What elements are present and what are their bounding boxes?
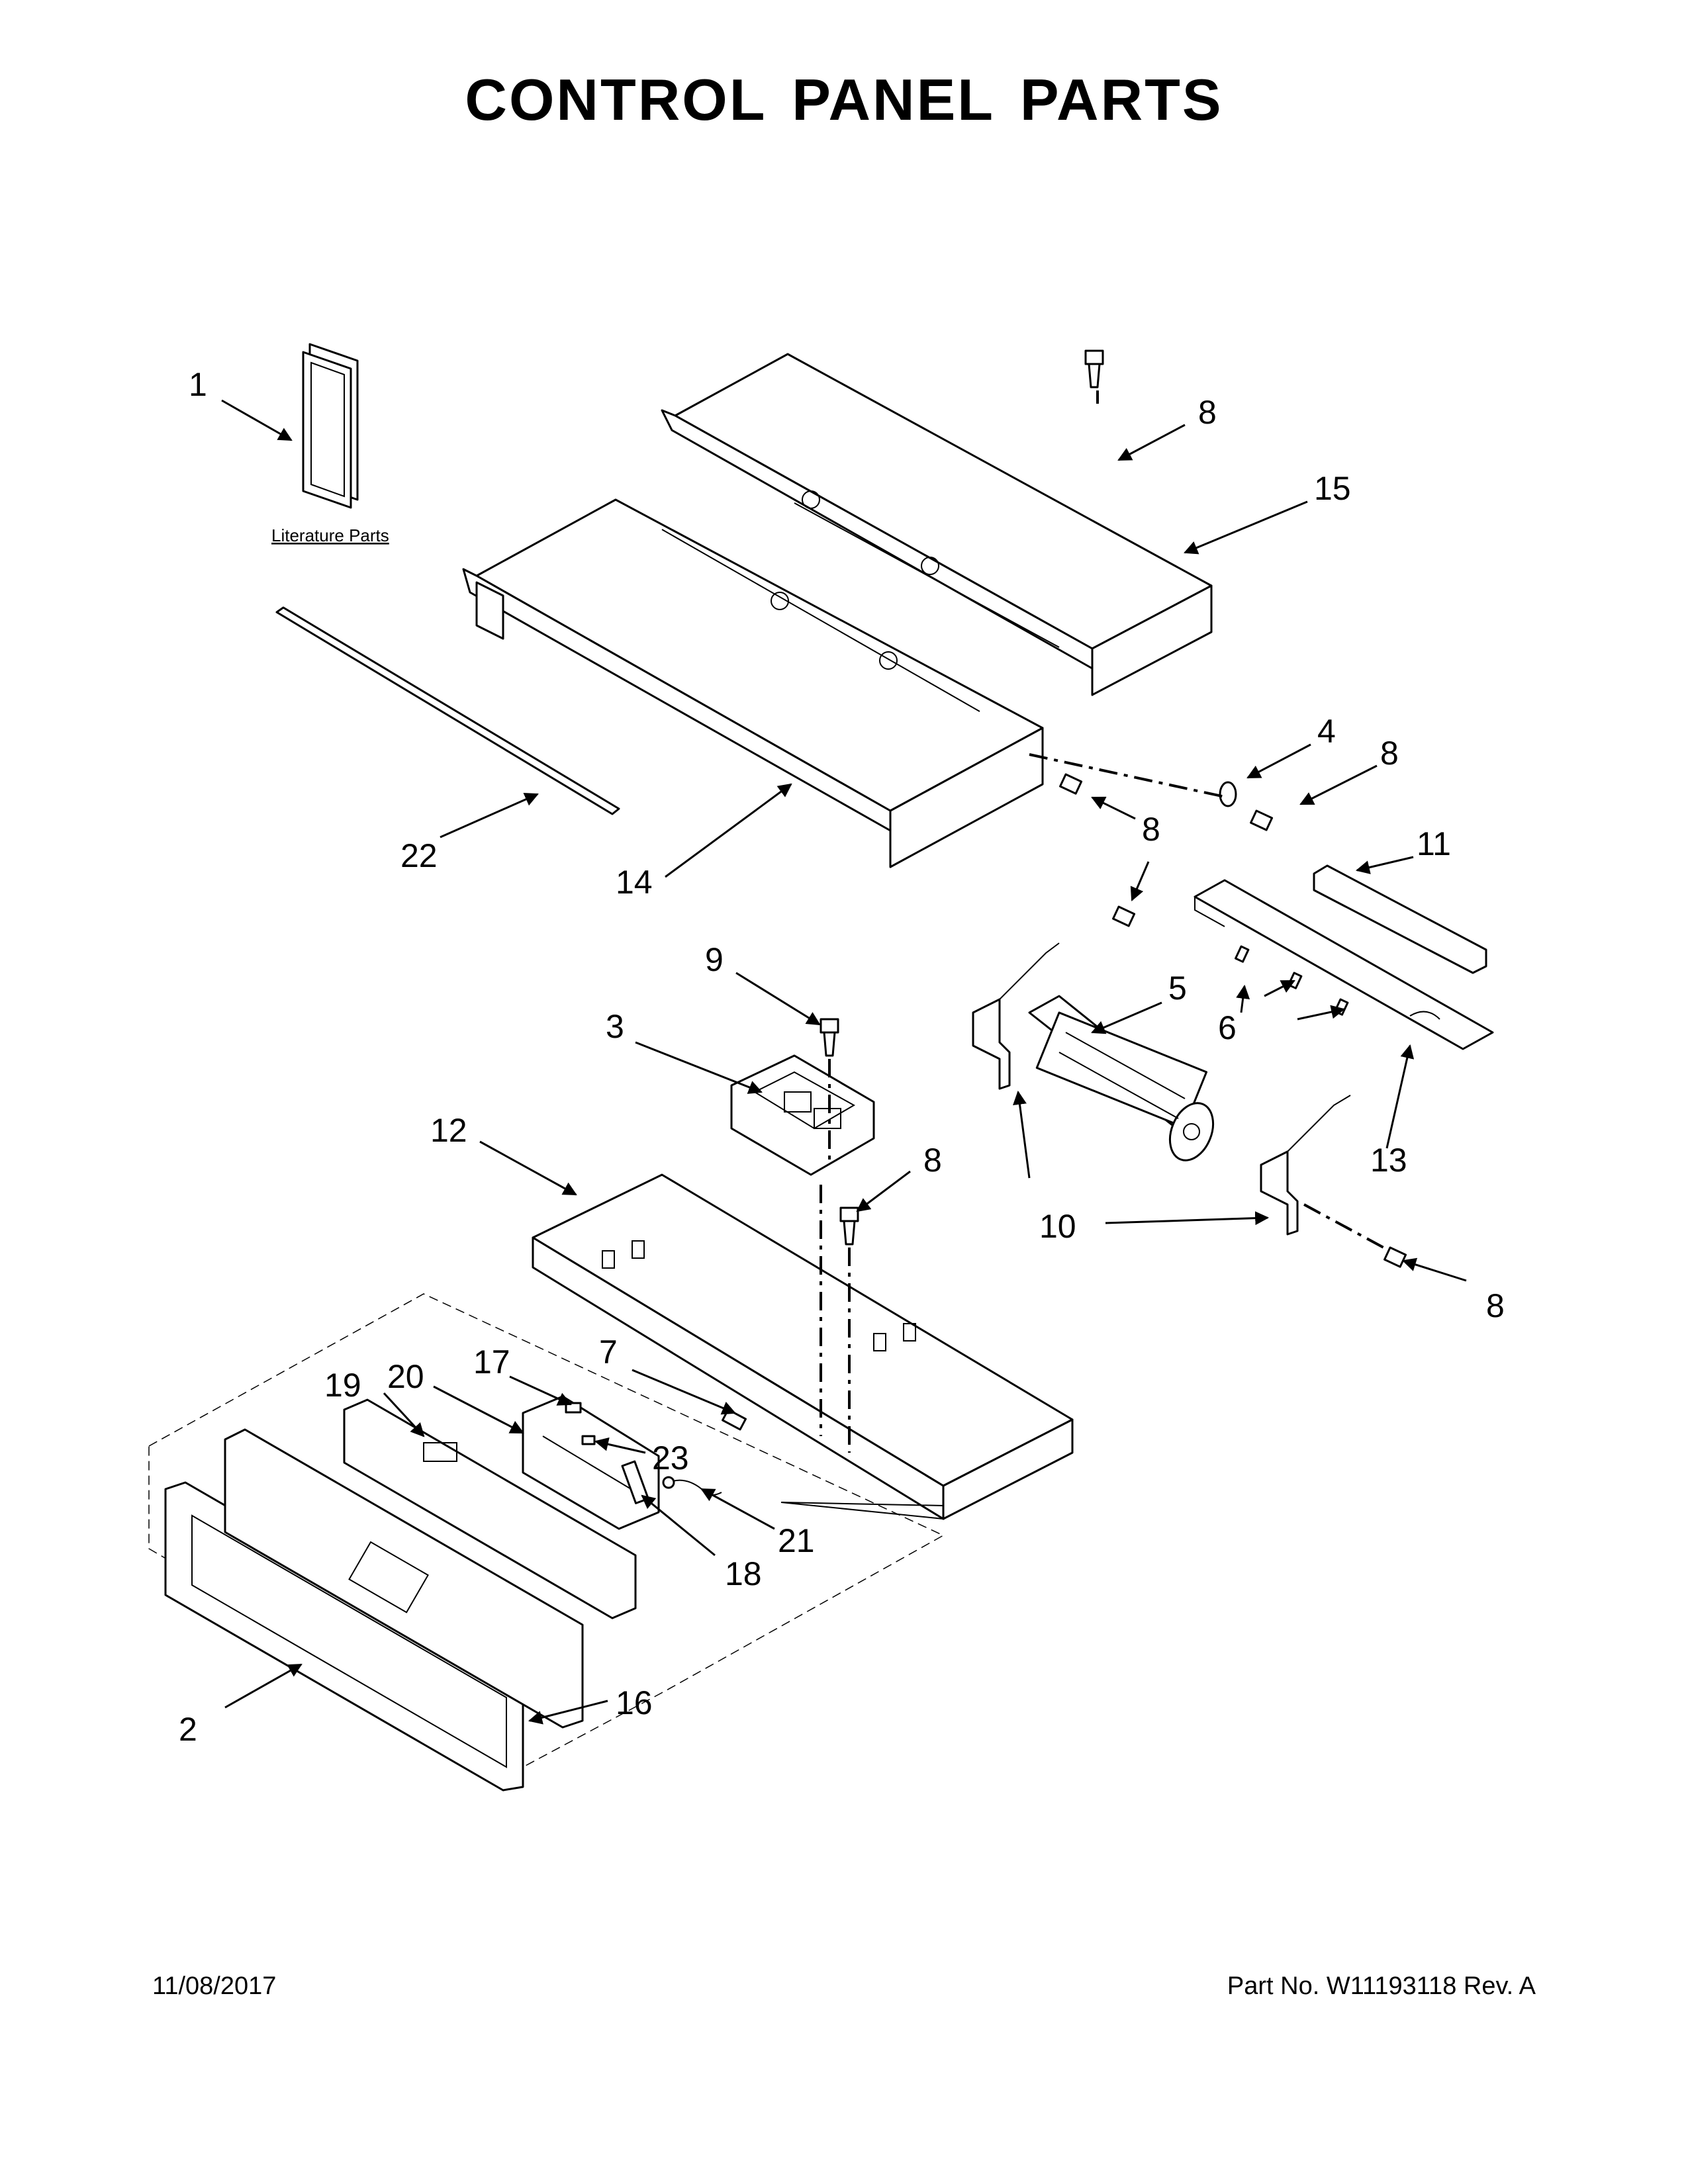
screw-8-washer — [1250, 809, 1274, 831]
callout-22: 22 — [400, 837, 438, 874]
page-title: CONTROL PANEL PARTS — [465, 67, 1223, 132]
glass-overlay — [224, 1428, 584, 1729]
callout-2: 2 — [179, 1711, 197, 1748]
callout-3: 3 — [606, 1008, 624, 1045]
foam-strip — [1313, 864, 1487, 974]
footer-date: 11/08/2017 — [152, 1972, 277, 2000]
screw-8-bracket — [1383, 1246, 1407, 1268]
fan-bracket-left — [972, 942, 1060, 1090]
callout-14: 14 — [616, 864, 653, 901]
callout-21: 21 — [778, 1522, 815, 1559]
screw-8-base — [839, 1206, 859, 1246]
callout-1: 1 — [189, 366, 207, 403]
callout-20: 20 — [387, 1358, 424, 1395]
callout-8: 8 — [1380, 735, 1399, 772]
footer-part-number: Part No. W11193118 Rev. A — [1227, 1972, 1536, 2000]
part-7 — [722, 1408, 747, 1431]
callout-6: 6 — [1218, 1009, 1237, 1046]
callout-8: 8 — [1486, 1287, 1505, 1324]
cooling-duct — [462, 498, 1044, 868]
callout-16: 16 — [616, 1684, 653, 1721]
part-21 — [662, 1476, 722, 1496]
literature-booklet — [302, 343, 359, 509]
callout-8: 8 — [1142, 811, 1160, 848]
control-panel-base — [532, 1173, 1074, 1520]
screw-8-duct — [1059, 773, 1083, 795]
callout-9: 9 — [705, 941, 724, 978]
mounting-plate — [1194, 879, 1494, 1050]
callout-4: 4 — [1317, 713, 1336, 750]
callout-8: 8 — [1198, 394, 1217, 431]
part-17 — [565, 1402, 582, 1414]
screw-8-plate — [1112, 905, 1136, 927]
fan-bracket-right — [1260, 1095, 1351, 1236]
callout-12: 12 — [430, 1112, 467, 1149]
upper-duct-cover — [661, 353, 1213, 696]
callout-10: 10 — [1039, 1208, 1076, 1245]
part-23 — [581, 1435, 596, 1445]
callout-11: 11 — [1417, 825, 1451, 862]
screw-8-top — [1084, 349, 1104, 388]
callout-23: 23 — [652, 1439, 689, 1477]
blower-fan — [1028, 995, 1215, 1161]
literature-parts-label: Literature Parts — [271, 525, 389, 545]
callout-5: 5 — [1168, 970, 1187, 1007]
callout-13: 13 — [1370, 1142, 1407, 1179]
callout-15: 15 — [1314, 470, 1351, 507]
panel-trim — [164, 1481, 524, 1792]
washer-4 — [1219, 781, 1237, 807]
callout-17: 17 — [473, 1343, 510, 1381]
screw-9 — [820, 1018, 839, 1057]
callout-8: 8 — [923, 1142, 942, 1179]
control-board — [343, 1398, 637, 1619]
callout-7: 7 — [599, 1334, 618, 1371]
callout-19: 19 — [324, 1367, 361, 1404]
gasket-strip — [275, 606, 620, 815]
control-bracket — [730, 1054, 875, 1176]
callout-18: 18 — [725, 1555, 762, 1592]
